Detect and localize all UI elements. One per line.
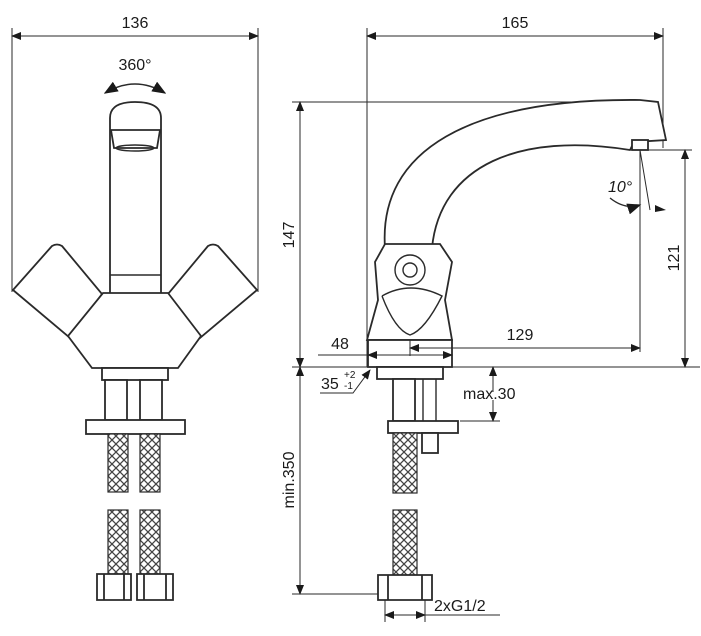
gasket-side bbox=[376, 366, 444, 380]
angle-arrow-icon bbox=[609, 197, 642, 215]
hose-right-lower bbox=[139, 509, 161, 575]
hole-diameter-label: 35 bbox=[321, 376, 339, 393]
hose-left-lower bbox=[107, 509, 129, 575]
connection-label: 2xG1/2 bbox=[434, 598, 486, 615]
spout-angle-label: 10° bbox=[608, 179, 633, 196]
body-contour bbox=[381, 287, 443, 336]
hole-tolerance-lower: -1 bbox=[344, 381, 353, 392]
handle-cap bbox=[394, 254, 426, 286]
spout-height-label: 121 bbox=[666, 245, 683, 272]
fixing-plate-front bbox=[85, 419, 186, 435]
projection-label: 165 bbox=[502, 15, 529, 32]
left-handle bbox=[11, 243, 104, 340]
spout-side bbox=[383, 99, 668, 249]
hose-lower-side bbox=[392, 509, 418, 576]
connector-left bbox=[104, 379, 128, 421]
hose-length-label: min.350 bbox=[281, 451, 298, 508]
hose-right-upper bbox=[139, 433, 161, 493]
aerator bbox=[109, 129, 162, 149]
right-handle bbox=[166, 243, 259, 340]
hose-upper-side bbox=[392, 432, 418, 494]
front-view: 136 360° bbox=[11, 15, 259, 601]
deck-thickness-label: max.30 bbox=[463, 386, 516, 403]
aerator-ring bbox=[115, 144, 155, 152]
connector-side bbox=[392, 378, 416, 422]
hole-tolerance-upper: +2 bbox=[344, 370, 356, 381]
angle-line bbox=[639, 149, 651, 211]
fixing-plate-side bbox=[387, 420, 459, 434]
connector-right bbox=[139, 379, 163, 421]
base-diameter-label: 48 bbox=[331, 336, 349, 353]
fixing-nut-side bbox=[421, 432, 439, 454]
height-label: 147 bbox=[281, 222, 298, 249]
angle-arrow-head-icon bbox=[655, 205, 666, 212]
base-plate-front bbox=[101, 367, 169, 381]
nut-right bbox=[136, 573, 174, 601]
nut-left bbox=[96, 573, 132, 601]
aerator-side bbox=[631, 139, 649, 151]
handle-cap-inner bbox=[402, 262, 418, 278]
spout-reach-label: 129 bbox=[507, 327, 534, 344]
width-label: 136 bbox=[122, 15, 149, 32]
nut-side bbox=[377, 574, 433, 601]
rotation-arrow-icon bbox=[103, 81, 167, 94]
rotation-label: 360° bbox=[118, 57, 151, 74]
hose-left-upper bbox=[107, 433, 129, 493]
hole-leader bbox=[320, 369, 371, 394]
side-view: 165 147 121 10° 48 129 35 +2 -1 bbox=[281, 15, 700, 622]
mixer-body-front bbox=[66, 292, 203, 369]
mixer-body-side bbox=[365, 243, 454, 341]
